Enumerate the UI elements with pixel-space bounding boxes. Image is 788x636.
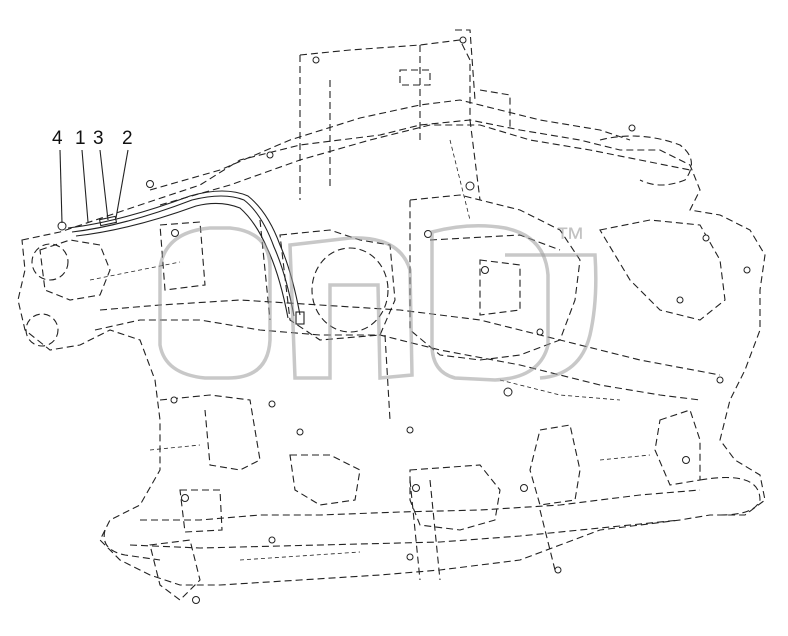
fasteners — [57, 36, 751, 604]
fine-detail-lines — [89, 139, 651, 561]
upper-arm-outline — [149, 29, 692, 206]
trademark-symbol: ™ — [555, 222, 585, 255]
callout-labels: 4 1 3 2 — [52, 128, 133, 149]
callout-2: 2 — [122, 128, 133, 149]
watermark-logo: ™ — [158, 222, 598, 382]
callout-1: 1 — [75, 128, 86, 149]
main-frame-outline — [17, 119, 766, 586]
callout-leaders — [59, 149, 129, 224]
callout-3: 3 — [93, 128, 104, 149]
callout-4: 4 — [52, 128, 63, 149]
hydraulic-hoses — [67, 190, 305, 325]
